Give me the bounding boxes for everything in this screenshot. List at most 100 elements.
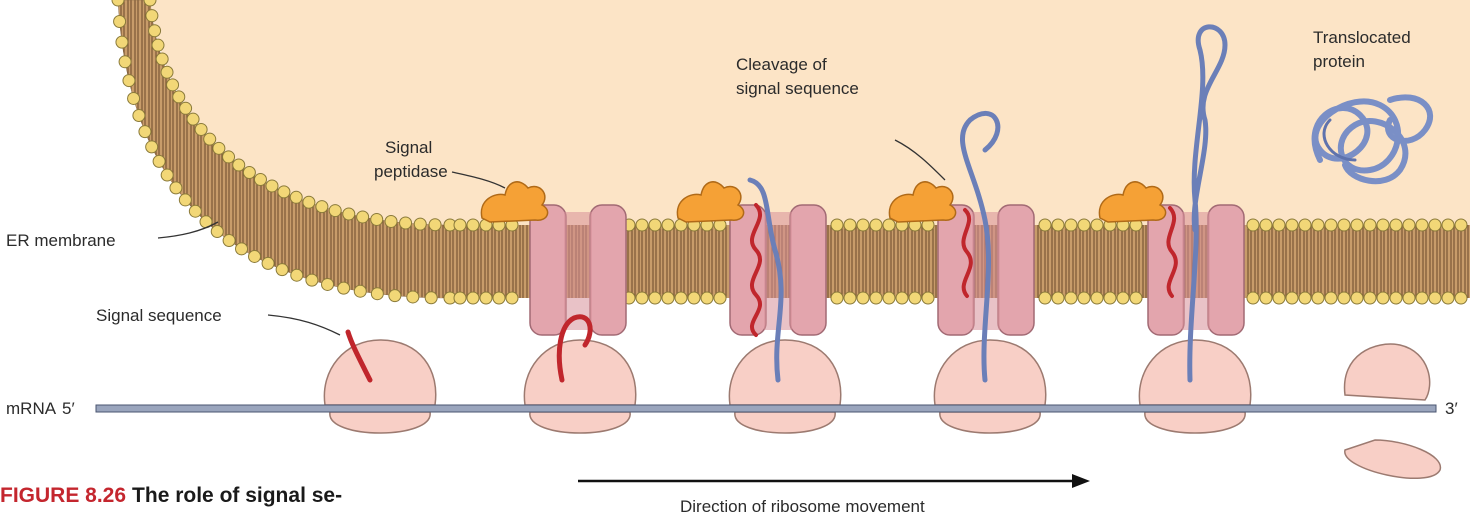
lipid-head xyxy=(1273,219,1285,231)
lipid-head xyxy=(883,292,895,304)
lipid-head xyxy=(896,292,908,304)
lipid-head xyxy=(649,292,661,304)
label-five-prime: 5′ xyxy=(62,399,75,418)
lipid-head xyxy=(316,201,328,213)
lipid-head xyxy=(662,219,674,231)
lipid-head xyxy=(153,155,165,167)
lipid-head xyxy=(223,151,235,163)
lipid-head xyxy=(1260,219,1272,231)
label-signal-peptidase-1: Signal xyxy=(385,138,432,157)
lipid-head xyxy=(922,292,934,304)
lipid-head xyxy=(1052,219,1064,231)
lipid-head xyxy=(480,292,492,304)
lipid-head xyxy=(1455,219,1467,231)
lipid-head xyxy=(636,292,648,304)
lipid-head xyxy=(1442,219,1454,231)
lipid-head xyxy=(161,169,173,181)
lipid-head xyxy=(857,292,869,304)
lipid-head xyxy=(1442,292,1454,304)
lipid-head xyxy=(1416,292,1428,304)
lipid-head xyxy=(161,66,173,78)
lipid-head xyxy=(1299,292,1311,304)
lipid-head xyxy=(1390,219,1402,231)
lipid-head xyxy=(636,219,648,231)
lipid-head xyxy=(338,282,350,294)
lipid-head xyxy=(119,56,131,68)
ribosome-icon xyxy=(324,340,435,433)
label-mrna: mRNA xyxy=(6,399,57,418)
lipid-head xyxy=(223,235,235,247)
lipid-head xyxy=(1078,219,1090,231)
lipid-head xyxy=(385,215,397,227)
lipid-head xyxy=(170,182,182,194)
label-signal-sequence: Signal sequence xyxy=(96,306,222,325)
label-translocated-1: Translocated xyxy=(1313,28,1411,47)
lipid-head xyxy=(1273,292,1285,304)
lipid-head xyxy=(306,274,318,286)
lipid-head xyxy=(493,292,505,304)
lipid-head xyxy=(1286,219,1298,231)
lipid-head xyxy=(1260,292,1272,304)
lipid-head xyxy=(1338,219,1350,231)
lipid-head xyxy=(116,36,128,48)
lipid-head xyxy=(291,269,303,281)
lipid-head xyxy=(123,75,135,87)
lipid-head xyxy=(870,292,882,304)
lipid-head xyxy=(156,53,168,65)
lipid-head xyxy=(254,173,266,185)
lipid-head xyxy=(909,292,921,304)
lipid-head xyxy=(467,292,479,304)
lipid-head xyxy=(211,226,223,238)
lipid-head xyxy=(152,39,164,51)
lipid-head xyxy=(701,292,713,304)
lipid-head xyxy=(187,113,199,125)
lipid-head xyxy=(844,219,856,231)
figure-number: FIGURE 8.26 xyxy=(0,484,126,507)
lipid-head xyxy=(1299,219,1311,231)
lipid-head xyxy=(714,292,726,304)
lipid-head xyxy=(276,264,288,276)
lipid-head xyxy=(1117,292,1129,304)
lipid-head xyxy=(1455,292,1467,304)
label-signal-peptidase-2: peptidase xyxy=(374,162,448,181)
ribosome-icon xyxy=(524,340,635,433)
lipid-head xyxy=(189,205,201,217)
lipid-head xyxy=(195,123,207,135)
lipid-head xyxy=(1065,219,1077,231)
lipid-head xyxy=(266,180,278,192)
lipid-head xyxy=(1312,292,1324,304)
lipid-head xyxy=(249,250,261,262)
direction-arrow-icon xyxy=(578,474,1090,488)
lipid-head xyxy=(114,16,126,28)
lipid-head xyxy=(1325,292,1337,304)
lipid-head xyxy=(1403,292,1415,304)
lipid-head xyxy=(243,167,255,179)
label-cleavage-2: signal sequence xyxy=(736,79,859,98)
lipid-head xyxy=(1390,292,1402,304)
lipid-head xyxy=(1130,292,1142,304)
lipid-head xyxy=(357,211,369,223)
ribosome-icon xyxy=(1139,340,1250,433)
lipid-head xyxy=(675,292,687,304)
lipid-head xyxy=(236,243,248,255)
lipid-head xyxy=(1338,292,1350,304)
lipid-head xyxy=(1247,292,1259,304)
lipid-head xyxy=(649,219,661,231)
lipid-head xyxy=(831,219,843,231)
lipid-head xyxy=(844,292,856,304)
lipid-head xyxy=(233,159,245,171)
lipid-head xyxy=(1247,219,1259,231)
ribosome-icon xyxy=(934,340,1045,433)
lipid-head xyxy=(213,142,225,154)
label-translocated-2: protein xyxy=(1313,52,1365,71)
lipid-head xyxy=(467,219,479,231)
lipid-head xyxy=(1286,292,1298,304)
lipid-head xyxy=(1078,292,1090,304)
mrna-strand xyxy=(96,405,1436,412)
lipid-head xyxy=(371,288,383,300)
lipid-head xyxy=(883,219,895,231)
label-direction: Direction of ribosome movement xyxy=(680,497,925,515)
lipid-head xyxy=(1364,292,1376,304)
